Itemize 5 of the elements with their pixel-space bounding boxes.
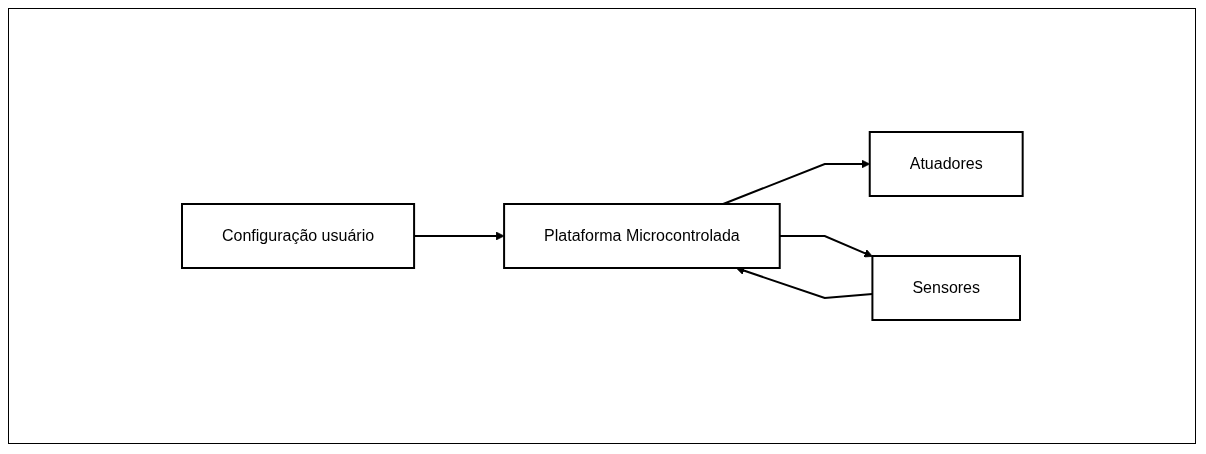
- node-box: Plataforma Microcontrolada: [502, 203, 781, 269]
- arrow: [721, 159, 870, 205]
- node-box: Sensores: [871, 255, 1021, 321]
- node-box: Configuração usuário: [180, 203, 415, 269]
- node-box: Atuadores: [868, 131, 1024, 197]
